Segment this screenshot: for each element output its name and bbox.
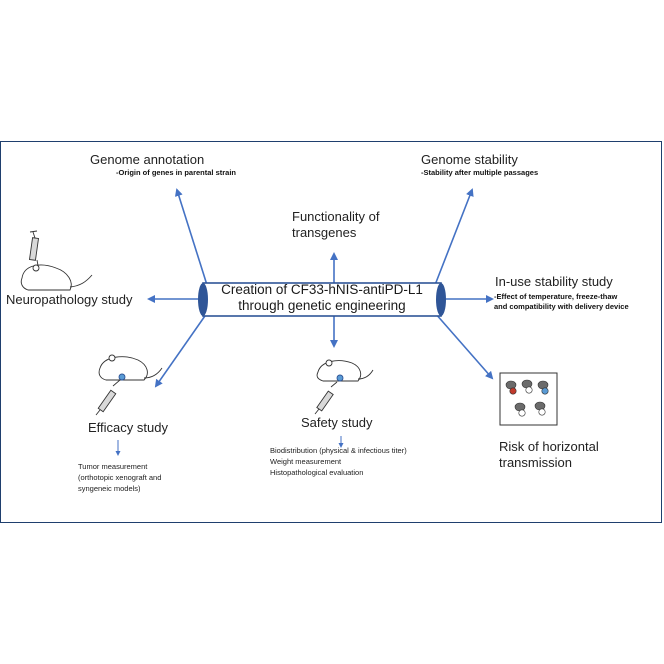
horizontal-line-1: Risk of horizontal (499, 439, 599, 454)
center-line-1: Creation of CF33-hNIS-antiPD-L1 (221, 282, 423, 297)
safety-detail-2: Weight measurement (270, 457, 342, 466)
genome-annotation-subtitle: -Origin of genes in parental strain (116, 168, 237, 177)
center-box-label: Creation of CF33-hNIS-antiPD-L1 through … (207, 282, 437, 314)
in-use-stability-title: In-use stability study (495, 274, 613, 289)
efficacy-detail-3: syngeneic models) (78, 484, 141, 493)
genome-annotation-title: Genome annotation (90, 152, 205, 167)
horizontal-line-2: transmission (499, 455, 572, 470)
center-line-2: through genetic engineering (238, 298, 406, 314)
efficacy-title: Efficacy study (88, 420, 168, 435)
diagram-frame (0, 141, 662, 523)
genome-stability-subtitle: -Stability after multiple passages (421, 168, 539, 177)
mouse-icon (505, 380, 517, 395)
mouse-icon (98, 354, 163, 381)
mouse-icon (521, 379, 533, 394)
syringe-icon (95, 379, 121, 416)
syringe-icon (314, 381, 338, 415)
arrow-efficacy (154, 312, 208, 388)
center-cylinder (198, 282, 446, 317)
arrow-horizontal (434, 312, 494, 380)
genome-stability-title: Genome stability (421, 152, 518, 167)
arrow-genome-stability (434, 188, 474, 286)
mouse-icon (514, 402, 526, 417)
arrow-genome-annotation (174, 188, 208, 286)
functionality-line-1: Functionality of (292, 209, 380, 224)
safety-detail-3: Histopathological evaluation (270, 468, 364, 477)
mouse-icon (537, 380, 549, 395)
mouse-cage (499, 372, 558, 426)
neuropathology-title: Neuropathology study (6, 292, 133, 307)
mouse-icon (316, 359, 374, 382)
functionality-line-2: transgenes (292, 225, 357, 240)
in-use-stability-sub-2: and compatibility with delivery device (494, 302, 629, 311)
mouse-icon (20, 264, 93, 291)
safety-detail-1: Biodistribution (physical & infectious t… (270, 446, 407, 455)
efficacy-detail-1: Tumor measurement (78, 462, 148, 471)
in-use-stability-sub-1: -Effect of temperature, freeze-thaw (494, 292, 618, 301)
safety-title: Safety study (301, 415, 373, 430)
mouse-icon (534, 401, 546, 416)
efficacy-detail-2: (orthotopic xenograft and (78, 473, 162, 482)
